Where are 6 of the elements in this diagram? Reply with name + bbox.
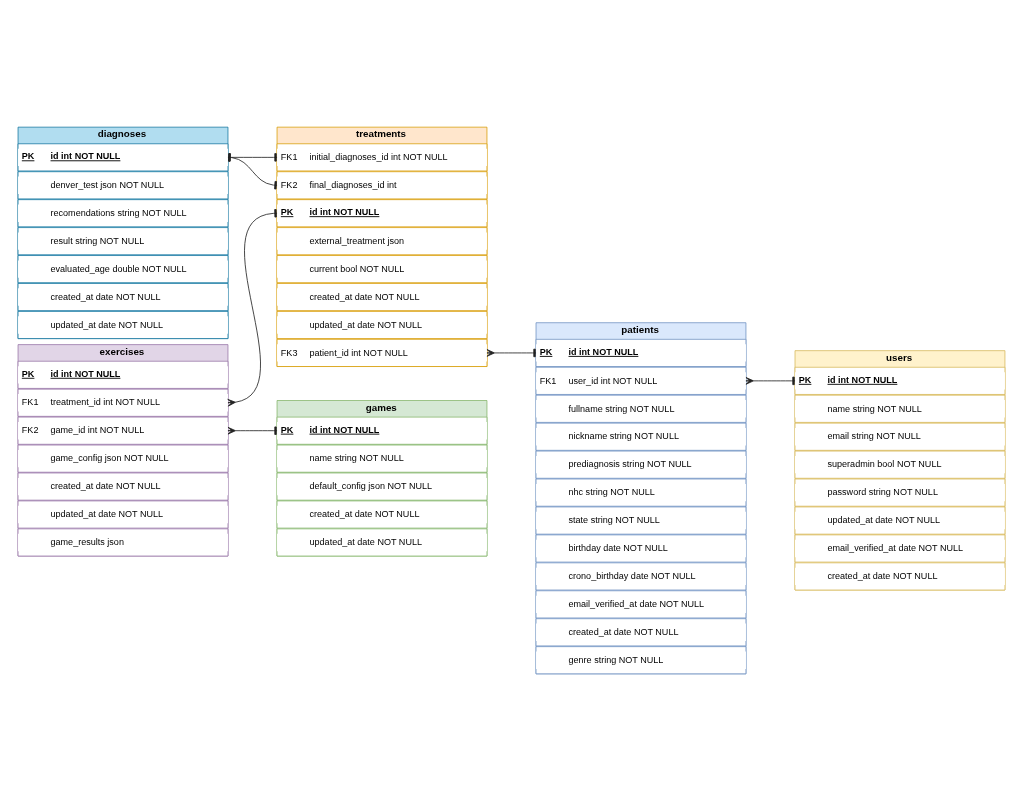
connector xyxy=(227,152,277,189)
connector xyxy=(486,348,536,357)
connector xyxy=(227,152,277,162)
connector xyxy=(227,426,277,435)
connector xyxy=(745,376,795,385)
connector xyxy=(226,208,277,407)
